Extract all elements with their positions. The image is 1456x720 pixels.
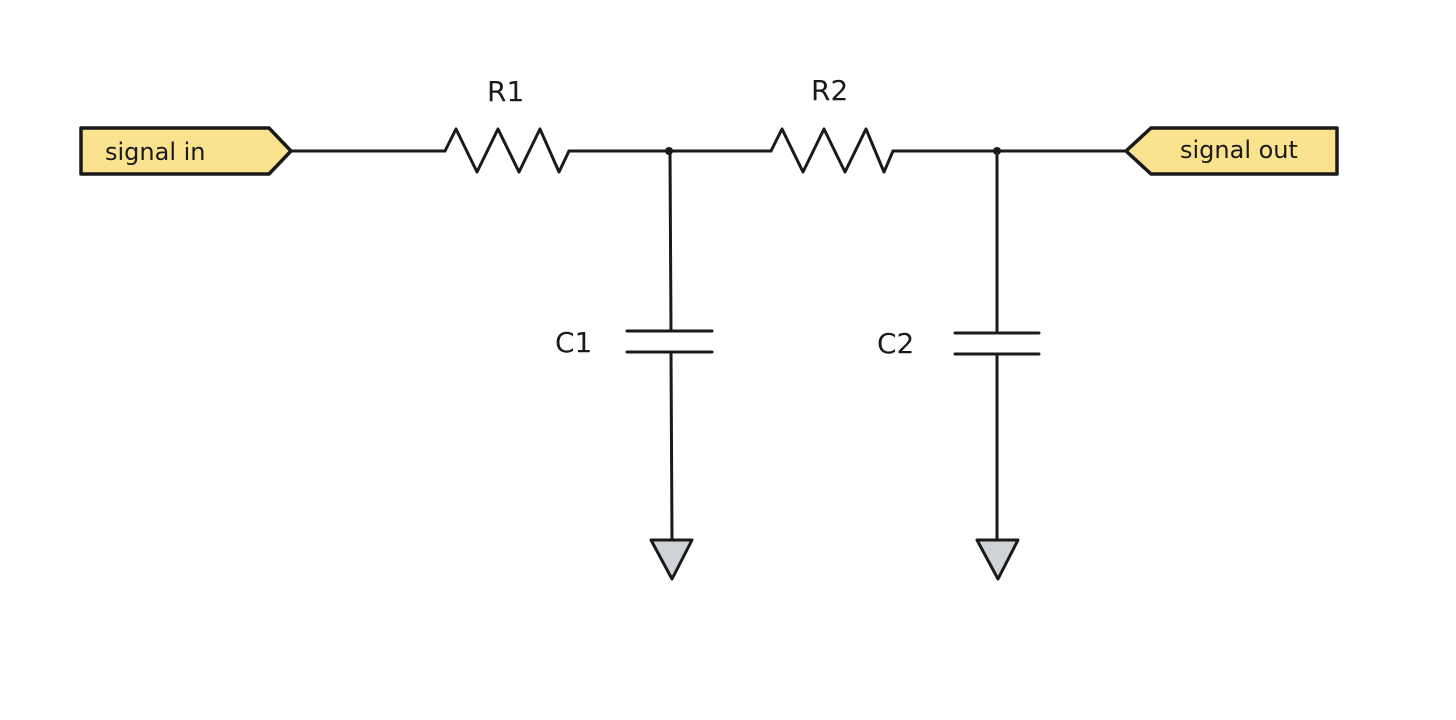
signal-in-tag: signal in [79, 126, 293, 176]
wire-c1-to-ground [669, 350, 674, 542]
wire-node1-to-c1 [668, 149, 673, 333]
r2-label: R2 [811, 74, 848, 107]
signal-in-tag-shape [79, 126, 293, 176]
signal-out-tag: signal out [1124, 126, 1339, 176]
signal-out-label: signal out [1180, 136, 1298, 164]
c2-label: C2 [877, 327, 914, 360]
signal-in-label: signal in [105, 138, 206, 166]
c1-label: C1 [555, 326, 592, 359]
resistor-r1 [443, 127, 571, 174]
signal-out-tag-shape [1124, 126, 1339, 176]
ground-symbol-1 [649, 538, 694, 581]
ground-symbol-2 [975, 538, 1020, 581]
resistor-r2 [769, 127, 895, 174]
r1-label: R1 [487, 75, 524, 108]
